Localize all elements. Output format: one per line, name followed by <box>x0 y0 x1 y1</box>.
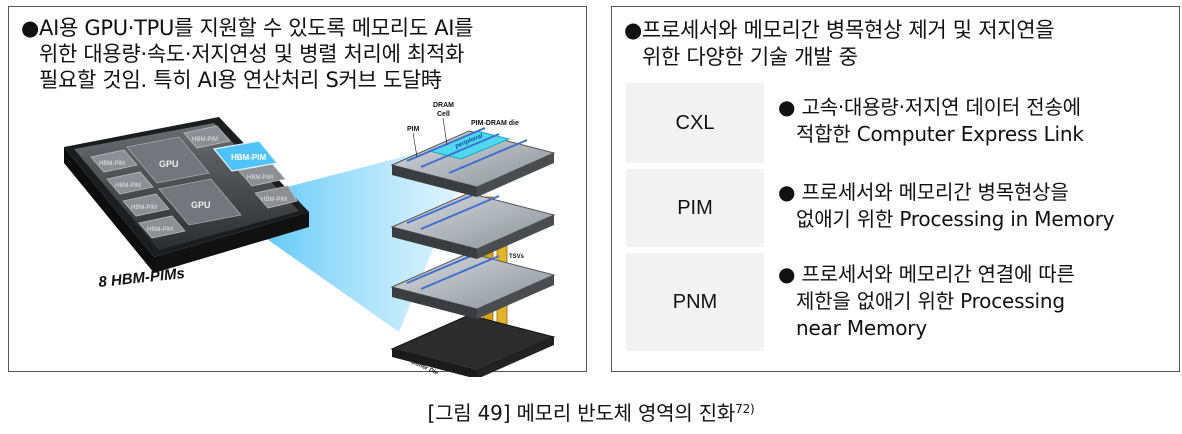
bullet-icon: ● <box>778 180 796 204</box>
caption-text: [그림 49] 메모리 반도체 영역의 진화 <box>427 401 736 425</box>
bullet-icon: ● <box>778 262 796 286</box>
tech-label-pim: PIM <box>626 169 764 247</box>
left-bullet-line-1: ●AI용 GPU·TPU를 지원할 수 있도록 메모리도 AI를 <box>21 16 474 40</box>
svg-text:HBM-PIM: HBM-PIM <box>247 175 273 181</box>
svg-text:GPU: GPU <box>191 200 211 210</box>
right-intro-text: ●프로세서와 메모리간 병목현상 제거 및 저지연을 위한 다양한 기술 개발 … <box>624 17 1169 71</box>
label-tsvs: TSVs <box>509 254 525 260</box>
dram-die-stack <box>390 127 556 377</box>
svg-text:HBM-PIM: HBM-PIM <box>131 205 157 211</box>
tech-desc-cxl: ● 고속·대용량·저지연 데이터 전송에 적합한 Computer Expres… <box>778 95 1084 146</box>
tech-row-cxl: CXL ● 고속·대용량·저지연 데이터 전송에 적합한 Computer Ex… <box>626 83 1166 163</box>
chip-package: HBM-PIM HBM-PIM HBM-PIM HBM-PIM HBM-PIM … <box>64 117 309 273</box>
svg-text:HBM-PIM: HBM-PIM <box>99 161 125 167</box>
label-pim-dram-die: PIM-DRAM die <box>471 120 519 127</box>
svg-text:GPU: GPU <box>159 159 179 169</box>
svg-text:HBM-PIM: HBM-PIM <box>261 197 287 203</box>
figure-caption: [그림 49] 메모리 반도체 영역의 진화72) <box>0 397 1182 426</box>
chip-caption: 8 HBM-PIMs <box>98 265 186 291</box>
tech-label-pnm: PNM <box>626 253 764 351</box>
svg-text:HBM-PIM: HBM-PIM <box>231 153 266 162</box>
bullet-icon: ● <box>778 95 796 119</box>
bullet-icon: ● <box>21 16 40 40</box>
bullet-icon: ● <box>624 18 643 42</box>
hbm-pim-illustration: HBM-PIM HBM-PIM HBM-PIM HBM-PIM HBM-PIM … <box>64 102 556 377</box>
left-panel: ●AI용 GPU·TPU를 지원할 수 있도록 메모리도 AI를 위한 대용량·… <box>8 6 587 377</box>
tech-row-pnm: PNM ● 프로세서와 메모리간 연결에 따른 제한을 없애기 위한 Proce… <box>626 253 1166 351</box>
right-intro-line-1: ●프로세서와 메모리간 병목현상 제거 및 저지연을 <box>624 18 1055 42</box>
highlighted-hbm-pim <box>212 140 279 172</box>
left-bullet-text: ●AI용 GPU·TPU를 지원할 수 있도록 메모리도 AI를 위한 대용량·… <box>21 15 576 93</box>
svg-text:HBM-PIM: HBM-PIM <box>147 227 173 233</box>
footnote-ref[interactable]: 72) <box>735 402 755 416</box>
label-cell: Cell <box>437 111 450 118</box>
svg-text:HBM-PIM: HBM-PIM <box>115 183 141 189</box>
tech-desc-pnm: ● 프로세서와 메모리간 연결에 따른 제한을 없애기 위한 Processin… <box>778 262 1075 340</box>
left-bullet-line-3: 필요할 것임. 특히 AI용 연산처리 S커브 도달時 <box>39 68 442 92</box>
tech-row-pim: PIM ● 프로세서와 메모리간 병목현상을 없애기 위한 Processing… <box>626 169 1166 247</box>
label-dram: DRAM <box>433 102 454 109</box>
right-intro-line-2: 위한 다양한 기술 개발 중 <box>642 45 858 69</box>
zoom-beam <box>264 137 479 332</box>
tech-desc-pim: ● 프로세서와 메모리간 병목현상을 없애기 위한 Processing in … <box>778 180 1115 231</box>
tech-label-cxl: CXL <box>626 83 764 163</box>
right-panel: ●프로세서와 메모리간 병목현상 제거 및 저지연을 위한 다양한 기술 개발 … <box>611 6 1180 372</box>
chip-tiles <box>90 125 298 239</box>
svg-text:HBM-PIM: HBM-PIM <box>192 137 218 143</box>
label-pim: PIM <box>407 126 420 133</box>
left-bullet-line-2: 위한 대용량·속도·저지연성 및 병렬 처리에 최적화 <box>39 42 465 66</box>
